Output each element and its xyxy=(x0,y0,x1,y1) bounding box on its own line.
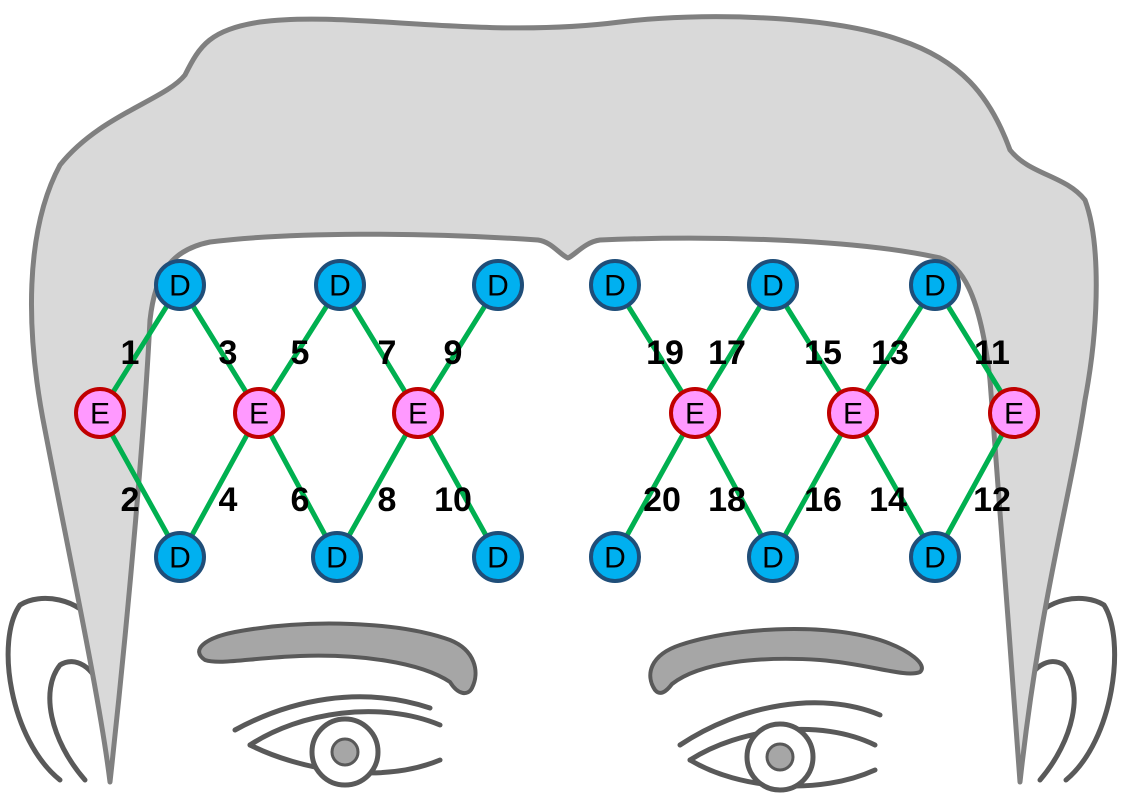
channel-label-9: 9 xyxy=(444,334,463,372)
detector-node-b1: D xyxy=(154,531,206,583)
emitter-node-5: E xyxy=(827,387,879,439)
channel-label-10: 10 xyxy=(434,481,472,519)
emitter-letter: E xyxy=(90,398,110,431)
emitter-circle xyxy=(233,387,285,439)
channel-line-12 xyxy=(932,410,1017,560)
detector-letter: D xyxy=(924,270,946,303)
emitter-circle xyxy=(669,387,721,439)
detector-circle xyxy=(472,259,524,311)
detector-circle xyxy=(472,531,524,583)
channel-label-11: 11 xyxy=(974,334,1010,372)
detector-node-b2: D xyxy=(311,531,363,583)
channel-label-16: 16 xyxy=(804,481,842,519)
detector-letter: D xyxy=(487,542,509,575)
channel-line-16 xyxy=(770,410,856,560)
emitter-node-2: E xyxy=(233,387,285,439)
detector-node-t2: D xyxy=(314,259,366,311)
emitter-node-1: E xyxy=(74,387,126,439)
detector-letter: D xyxy=(487,270,509,303)
channel-line-14 xyxy=(850,410,938,560)
hair xyxy=(29,14,1099,785)
detector-node-t3: D xyxy=(472,259,524,311)
channel-label-19: 19 xyxy=(646,334,684,372)
detector-node-t6: D xyxy=(909,259,961,311)
channel-label-17: 17 xyxy=(708,334,746,372)
detector-letter: D xyxy=(329,270,351,303)
emitter-circle xyxy=(827,387,879,439)
emitter-node-3: E xyxy=(392,387,444,439)
channel-label-5: 5 xyxy=(291,334,310,372)
detector-letter: D xyxy=(169,270,191,303)
channel-line-20 xyxy=(612,410,698,560)
detector-circle xyxy=(747,259,799,311)
detector-letter: D xyxy=(762,270,784,303)
detector-letter: D xyxy=(762,542,784,575)
detector-letter: D xyxy=(924,542,946,575)
channel-label-14: 14 xyxy=(869,481,907,519)
detector-node-t4: D xyxy=(589,259,641,311)
emitter-letter: E xyxy=(249,398,269,431)
channel-label-6: 6 xyxy=(291,481,310,519)
detector-circle xyxy=(154,531,206,583)
detector-circle xyxy=(589,531,641,583)
emitter-circle xyxy=(74,387,126,439)
detector-circle xyxy=(154,259,206,311)
emitter-node-6: E xyxy=(988,387,1040,439)
detector-circle xyxy=(747,531,799,583)
emitter-letter: E xyxy=(685,398,705,431)
detector-node-b5: D xyxy=(747,531,799,583)
detector-node-b6: D xyxy=(909,531,961,583)
channel-label-15: 15 xyxy=(804,334,842,372)
emitter-circle xyxy=(988,387,1040,439)
channel-label-4: 4 xyxy=(219,481,238,519)
channel-label-20: 20 xyxy=(643,481,681,519)
detector-circle xyxy=(909,259,961,311)
channel-label-13: 13 xyxy=(871,334,909,372)
channel-line-4 xyxy=(177,410,262,560)
channel-label-8: 8 xyxy=(378,481,397,519)
channel-label-1: 1 xyxy=(121,334,140,372)
channel-line-10 xyxy=(415,410,501,560)
left-eyebrow xyxy=(197,621,478,696)
detector-node-b3: D xyxy=(472,531,524,583)
detector-node-t1: D xyxy=(154,259,206,311)
detector-circle xyxy=(589,259,641,311)
emitter-letter: E xyxy=(408,398,428,431)
emitter-letter: E xyxy=(843,398,863,431)
channel-label-18: 18 xyxy=(708,481,746,519)
channel-line-8 xyxy=(334,410,421,560)
detector-circle xyxy=(314,259,366,311)
detector-node-b4: D xyxy=(589,531,641,583)
detector-letter: D xyxy=(169,542,191,575)
emitter-circle xyxy=(392,387,444,439)
channel-line-18 xyxy=(692,410,776,560)
detector-letter: D xyxy=(604,542,626,575)
channel-line-2 xyxy=(97,410,183,560)
emitter-letter: E xyxy=(1004,398,1024,431)
detector-circle xyxy=(909,531,961,583)
channel-label-7: 7 xyxy=(378,334,397,372)
right-eyebrow xyxy=(648,627,924,695)
channel-label-12: 12 xyxy=(973,481,1011,519)
optode-nodes: D D D D D D D D D D D D E E E E E E xyxy=(74,259,1040,583)
detector-circle xyxy=(311,531,363,583)
channel-label-2: 2 xyxy=(121,481,140,519)
right-eye xyxy=(677,700,883,793)
detector-node-t5: D xyxy=(747,259,799,311)
left-eye xyxy=(232,694,443,788)
detector-letter: D xyxy=(326,542,348,575)
emitter-node-4: E xyxy=(669,387,721,439)
channel-line-6 xyxy=(256,410,340,560)
channel-label-3: 3 xyxy=(219,334,238,372)
detector-letter: D xyxy=(604,270,626,303)
